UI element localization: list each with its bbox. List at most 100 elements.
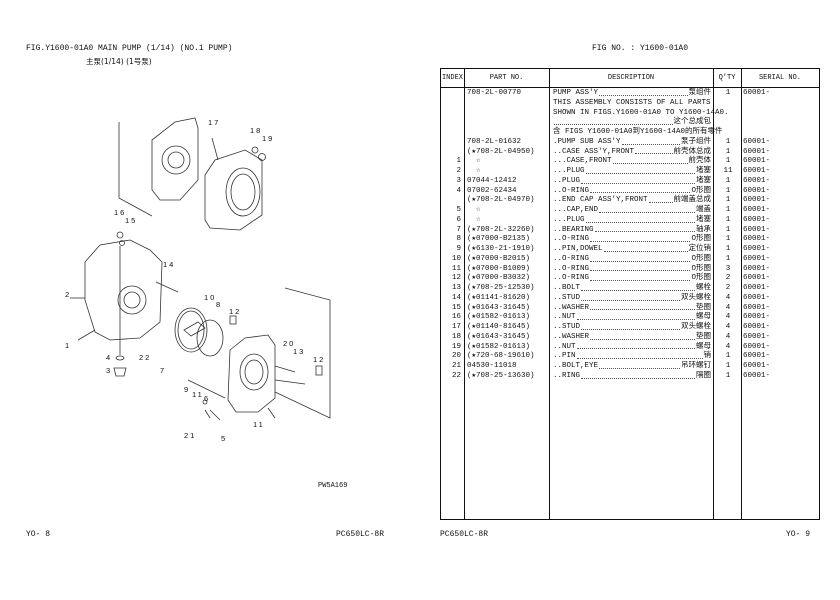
description-en: ..NUT bbox=[553, 313, 576, 322]
dot-leader bbox=[576, 343, 695, 350]
description-cn: 轴承 bbox=[696, 225, 711, 234]
index-cell: 21 bbox=[451, 362, 461, 370]
callout-22: 22 bbox=[139, 353, 152, 362]
description-en: ..BOLT,EYE bbox=[553, 362, 599, 370]
description-en: ...PLUG bbox=[553, 167, 585, 175]
serial-cell: 60001- bbox=[743, 235, 771, 244]
description-cn: 堵塞 bbox=[696, 176, 711, 185]
qty-cell: 1 bbox=[725, 89, 731, 97]
index-cell: 12 bbox=[451, 274, 461, 283]
description-en: PUMP ASS'Y bbox=[553, 89, 599, 97]
description-cn: 前壳体 bbox=[688, 157, 712, 166]
description-en: ..O-RING bbox=[553, 274, 590, 283]
description-en: ..CASE ASS'Y,FRONT bbox=[553, 147, 635, 156]
index-cell: 8 bbox=[456, 235, 461, 244]
part-number-cell: 04530-11018 bbox=[467, 362, 517, 370]
serial-cell: 60001- bbox=[743, 264, 771, 273]
part-number-cell: (★708-25-13630) bbox=[467, 371, 535, 380]
callout-17: 17 bbox=[208, 118, 221, 127]
callout-11b: 11 bbox=[253, 420, 265, 429]
description-cn: 垫圈 bbox=[696, 303, 711, 312]
table-header: INDEX PART NO. DESCRIPTION Q'TY SERIAL N… bbox=[441, 69, 819, 88]
dot-leader bbox=[590, 235, 691, 242]
description: ..O-RING O形圈 bbox=[553, 265, 711, 275]
description-en: ..O-RING bbox=[553, 235, 590, 244]
description-cn: 螺母 bbox=[696, 313, 711, 322]
index-cell: 11 bbox=[451, 264, 461, 273]
part-number-cell: (★708-25-12530) bbox=[467, 284, 535, 292]
dot-leader bbox=[590, 274, 691, 281]
header-index: INDEX bbox=[441, 74, 463, 82]
index-cell: 13 bbox=[451, 284, 461, 292]
dot-leader bbox=[590, 255, 691, 262]
dot-leader bbox=[581, 372, 695, 379]
index-cell: 5 bbox=[456, 206, 461, 214]
dot-leader bbox=[612, 157, 688, 164]
description-cn: 泵子组件 bbox=[681, 137, 711, 146]
dot-leader bbox=[621, 138, 680, 145]
index-cell: 20 bbox=[451, 352, 461, 361]
description-cn: 双头螺栓 bbox=[681, 293, 711, 302]
serial-cell: 60001- bbox=[743, 342, 771, 351]
index-cell: 9 bbox=[456, 245, 461, 253]
qty-cell: 4 bbox=[725, 323, 731, 331]
part-number-cell: 07044-12412 bbox=[467, 176, 517, 185]
part-number-cell: (★01643-31645) bbox=[467, 303, 531, 312]
description-cn: O形圈 bbox=[691, 264, 711, 273]
description-cn: 垫圈 bbox=[696, 332, 711, 341]
callout-6: 6 bbox=[204, 394, 211, 403]
description-cn: O形圈 bbox=[691, 254, 711, 263]
description-cn: 定位销 bbox=[688, 245, 712, 253]
description-en: ..PLUG bbox=[553, 176, 581, 185]
table-row: THIS ASSEMBLY CONSISTS OF ALL PARTS bbox=[441, 99, 819, 109]
description-cn: 螺母 bbox=[696, 342, 711, 351]
serial-cell: 60001- bbox=[743, 206, 771, 214]
serial-cell: 60001- bbox=[743, 274, 771, 283]
qty-cell: 1 bbox=[725, 186, 731, 195]
description: ..O-RING O形圈 bbox=[553, 187, 711, 197]
index-cell: 16 bbox=[451, 313, 461, 322]
part-number-cell: (★01582-01613) bbox=[467, 342, 531, 351]
table-row: 含 FIGS Y1600-01A0到Y1600-14A0的所有零件 bbox=[441, 128, 819, 138]
description-cn: O形圈 bbox=[691, 274, 711, 283]
description-en: ..O-RING bbox=[553, 264, 590, 273]
serial-cell: 60001- bbox=[743, 215, 771, 224]
description-cn: O形圈 bbox=[691, 186, 711, 195]
dot-leader bbox=[585, 216, 695, 223]
qty-cell: 4 bbox=[725, 313, 731, 322]
index-cell: 22 bbox=[451, 371, 461, 380]
description-cn: 前端盖总成 bbox=[673, 196, 712, 205]
description-en: ...CASE,FRONT bbox=[553, 157, 612, 166]
description-en: ..PIN,DOWEL bbox=[553, 245, 603, 253]
index-cell: 3 bbox=[456, 176, 461, 185]
exploded-pump-drawing bbox=[70, 117, 331, 421]
qty-cell: 1 bbox=[725, 137, 731, 146]
index-cell: 17 bbox=[451, 323, 461, 331]
part-number-cell: 708-2L-00770 bbox=[467, 89, 522, 97]
dot-leader bbox=[581, 284, 695, 291]
description: ..PIN,DOWEL 定位销 bbox=[553, 245, 711, 255]
serial-cell: 60001- bbox=[743, 89, 771, 97]
callout-20: 20 bbox=[283, 339, 296, 348]
description-en: ..O-RING bbox=[553, 186, 590, 195]
qty-cell: 4 bbox=[725, 332, 731, 341]
callout-7: 7 bbox=[160, 366, 167, 375]
